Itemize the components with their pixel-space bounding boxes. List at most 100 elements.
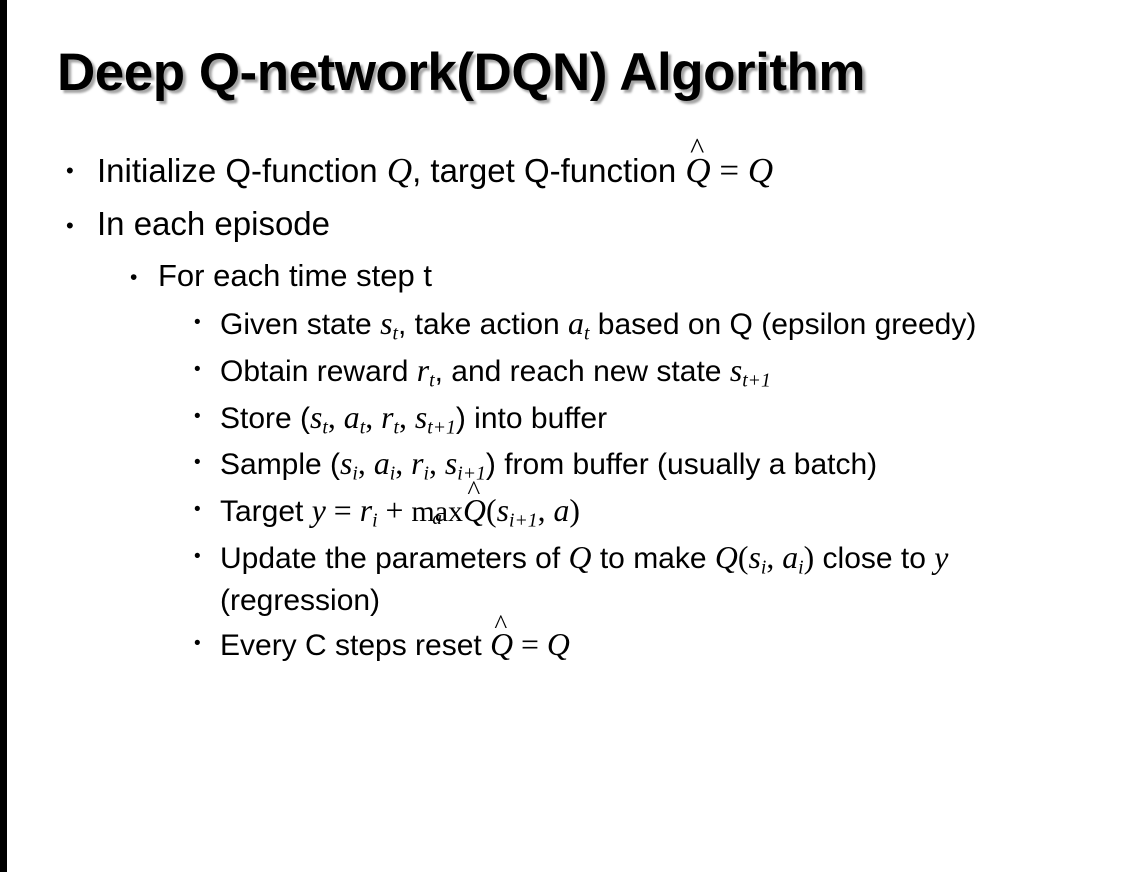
math-q: Q [386,151,413,190]
text-fragment: Initialize Q-function [97,152,387,189]
list-item-reset-target: • Every C steps reset ^Q = Q [0,610,1124,667]
math-q-hat: ^Q [463,476,487,533]
math-next-state: si+1 [496,493,538,532]
math-reward-r: ri [411,446,429,485]
math-symbol: r [359,493,373,529]
text-fragment: , [327,399,344,435]
list-item-text: Obtain reward rt, and reach new state st… [220,350,1124,394]
hat-accent-icon: ^ [494,608,508,639]
math-symbol: s [496,493,509,529]
math-subscript: t [392,322,398,345]
text-fragment: , target Q-function [412,152,686,189]
math-q-hat-base: Q [490,627,514,663]
math-equals: = [513,627,547,663]
math-q: Q [546,627,570,663]
text-fragment: Obtain reward [220,354,417,388]
text-fragment: Store ( [220,401,311,435]
bullet-dot-icon: • [194,452,201,474]
math-q2: Q [714,540,738,576]
math-subscript: t+1 [427,416,456,439]
math-max-label: max [411,495,464,529]
text-fragment: based on Q (epsilon greedy) [589,307,977,341]
text-fragment: close to [814,542,935,576]
math-next-state: st+1 [414,399,456,439]
math-subscript: t [429,369,435,392]
text-fragment: (regression) [220,584,381,618]
text-fragment: , [428,446,445,482]
math-subscript: i [372,509,378,532]
math-reward-r: rt [416,352,435,392]
math-symbol: s [310,399,323,435]
list-item-text: For each time step t [158,258,432,294]
bullet-dot-icon: • [194,311,201,333]
math-y: y [311,493,326,529]
math-q-hat: ^Q [490,610,514,667]
text-fragment: , [357,446,374,482]
math-symbol: a [343,399,360,435]
math-symbol: r [411,446,424,482]
math-plus: + [377,493,412,529]
math-symbol: r [416,352,430,388]
bullet-dot-icon: • [194,633,201,655]
math-next-state: si+1 [445,446,486,485]
math-subscript: i [389,462,396,485]
hat-accent-icon: ^ [690,130,705,165]
text-fragment: Given state [220,307,381,341]
math-q-hat-base: Q [685,151,711,190]
math-subscript: i [352,462,358,485]
list-item-text: Given state st, take action at based on … [220,303,1124,347]
math-subscript: t [583,322,590,345]
math-subscript: i [798,556,804,579]
math-symbol: s [340,446,353,482]
list-item-text: Every C steps reset ^Q = Q [220,610,1124,667]
math-action-a: ai [782,540,803,579]
math-action-a: at [343,399,366,439]
math-paren-open: ( [486,493,497,529]
math-subscript: i [423,462,429,485]
list-item-store-transition: • Store (st, at, rt, st+1) into buffer [0,397,1124,441]
math-subscript: t+1 [742,369,771,392]
math-y: y [934,540,949,576]
math-q-hat: ^Q [685,133,711,193]
bullet-dot-icon: • [194,499,201,521]
math-state-s: st [380,306,398,345]
math-state-s: st [310,399,328,439]
math-next-state: st+1 [730,353,771,392]
math-symbol: s [748,540,761,576]
math-symbol: r [381,399,394,435]
list-item-text: Update the parameters of Q to make Q(si,… [220,537,1124,621]
math-reward-r: rt [381,399,399,439]
hat-accent-icon: ^ [467,474,481,505]
list-item-text: In each episode [97,205,331,243]
math-symbol: a [373,446,390,482]
bullet-dot-icon: • [194,546,201,568]
page-title: Deep Q-network(DQN) Algorithm [57,43,865,102]
math-state-s: si [748,540,766,579]
math-q-hat-base: Q [463,493,487,529]
math-symbol: a [782,540,799,576]
math-paren-close: ) [803,540,815,576]
text-fragment: , [766,540,783,576]
math-subscript: t [322,416,328,439]
text-fragment: , take action [397,307,569,341]
math-q: Q [568,540,592,576]
math-symbol: a [568,305,584,341]
text-fragment: , [395,446,412,482]
math-paren-open: ( [737,540,749,576]
math-symbol: s [414,399,428,435]
text-fragment: , [365,399,382,435]
list-item-initialize: • Initialize Q-function Q, target Q-func… [0,133,1124,193]
math-equals: = [710,151,748,190]
bullet-dot-icon: • [130,266,138,290]
text-fragment: Target [220,495,312,529]
math-subscript: i+1 [508,509,538,532]
slide-left-edge-bar [0,0,7,872]
math-subscript: t [359,416,366,439]
math-q2: Q [747,151,774,190]
text-fragment: , [398,399,415,435]
text-fragment: to make [591,542,715,576]
text-fragment: Update the parameters of [220,542,569,576]
